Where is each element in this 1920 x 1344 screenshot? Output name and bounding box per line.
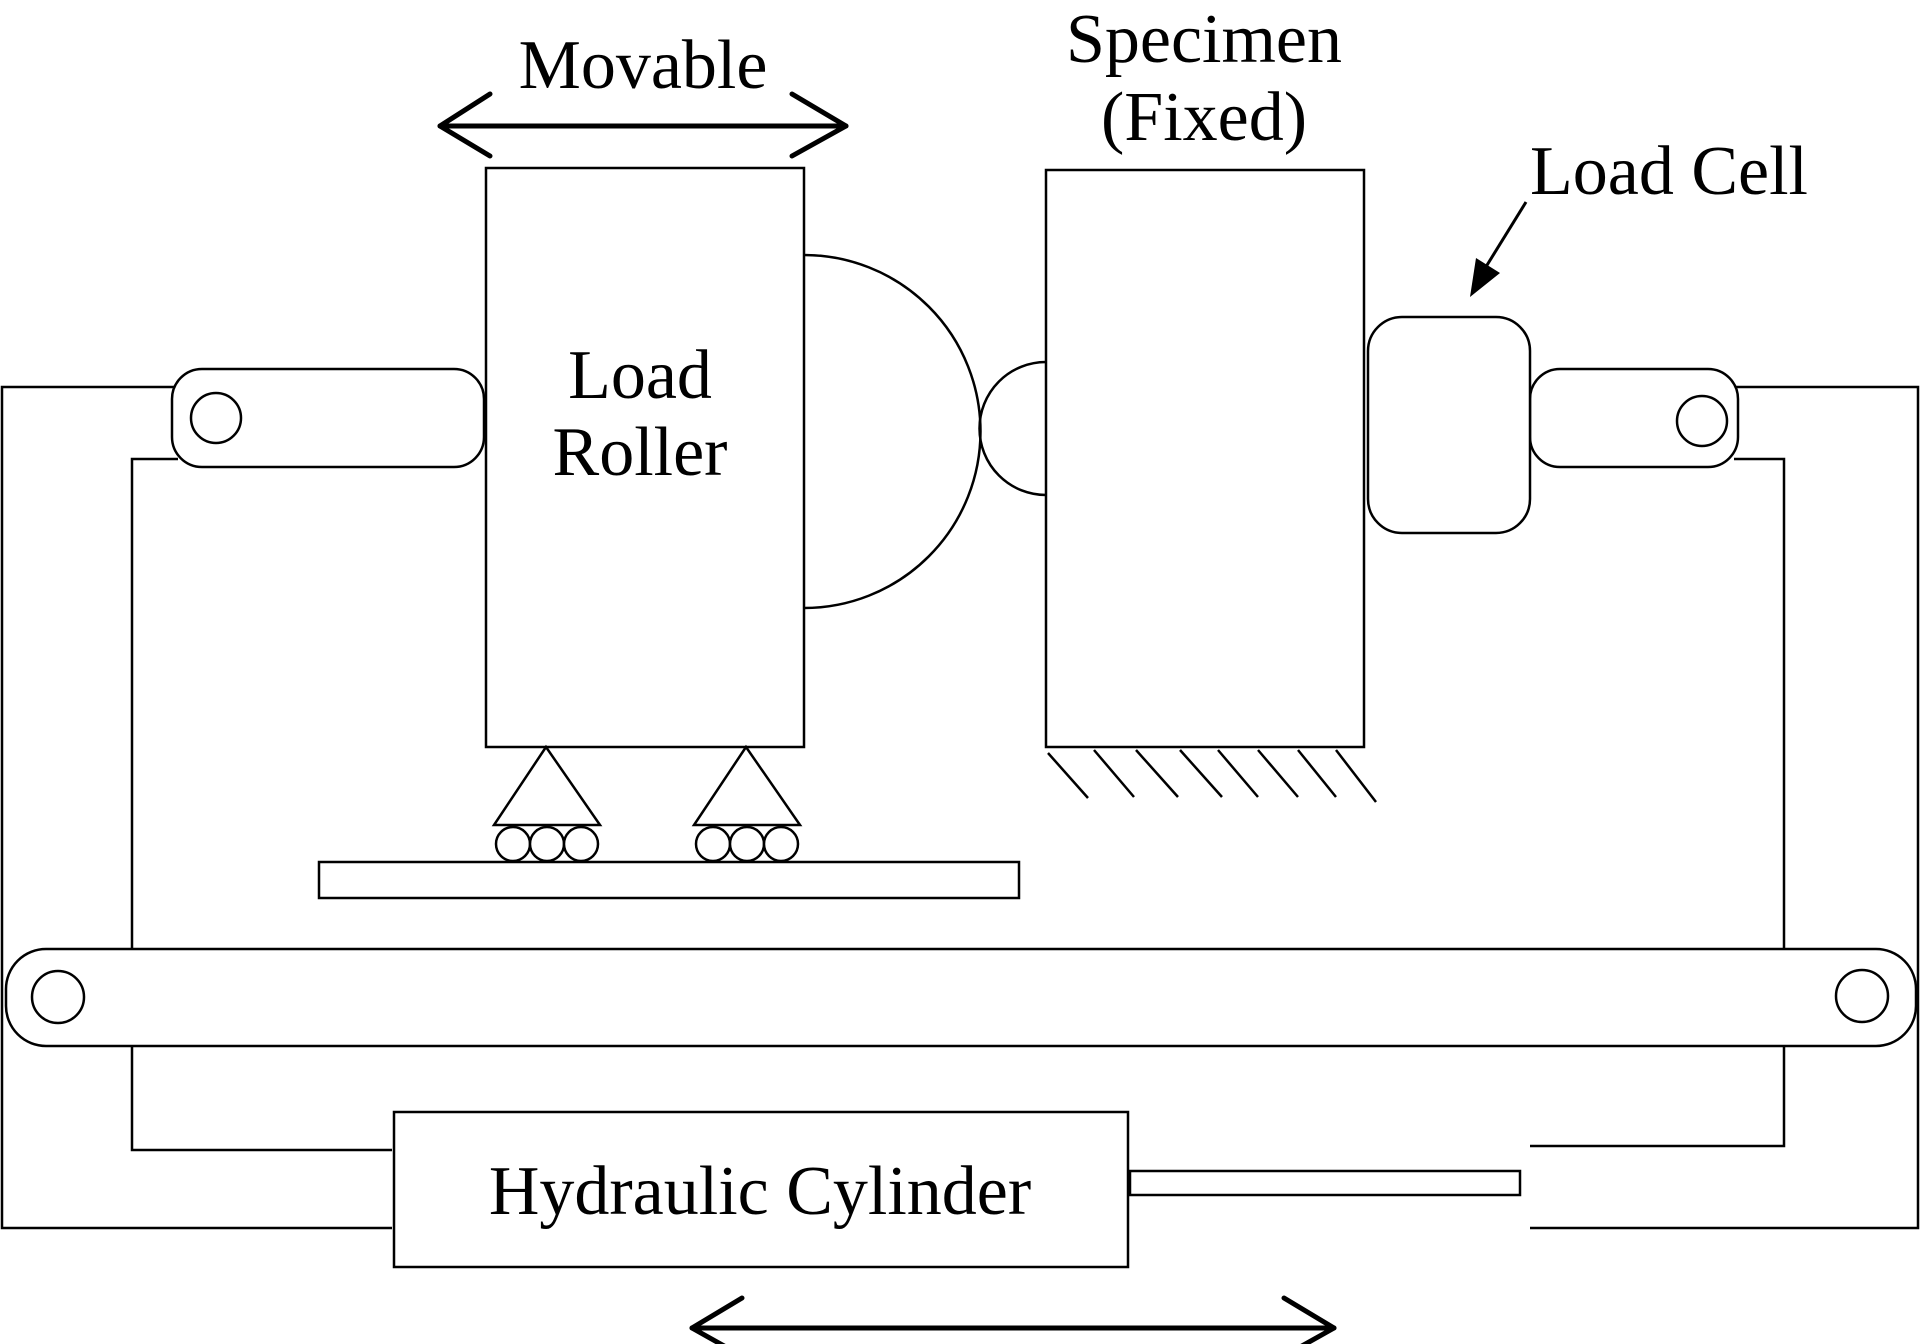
right-pivot-pin	[1675, 394, 1729, 448]
hydraulic-cylinder-rod	[1128, 1169, 1522, 1197]
cylinder-motion-arrow	[689, 1295, 1337, 1344]
inner-frame-left-lower	[130, 1046, 392, 1152]
left-pivot-link	[170, 367, 486, 469]
specimen-contact-bump	[978, 360, 1047, 497]
load-cell-pointer-arrow	[1470, 201, 1528, 297]
left-roller-support	[491, 744, 603, 863]
inner-frame-right-upper	[1734, 457, 1786, 950]
movable-arrow	[437, 91, 849, 159]
load-cell-body	[1366, 315, 1532, 535]
outer-frame-right	[1530, 385, 1920, 1230]
load-roller-label-line1: Load	[568, 337, 712, 414]
hydraulic-cylinder-label: Hydraulic Cylinder	[489, 1153, 1031, 1230]
specimen-fixed-support-hatch	[1047, 749, 1377, 803]
inner-frame-left-upper	[130, 457, 178, 950]
left-pivot-pin	[189, 391, 243, 445]
load-roller-label-line2: Roller	[553, 414, 728, 491]
load-cell-label: Load Cell	[1530, 133, 1808, 210]
lower-link-pin-left	[30, 969, 86, 1025]
load-roller-drum	[803, 253, 982, 610]
right-roller-support	[691, 744, 803, 863]
inner-frame-right-lower	[1530, 1046, 1786, 1148]
movable-label: Movable	[519, 27, 768, 104]
specimen-block	[1044, 168, 1366, 749]
hydraulic-cylinder-body	[392, 1110, 1130, 1269]
roller-base-plate	[317, 860, 1021, 900]
lower-link-bar	[4, 947, 1918, 1048]
load-roller-body	[484, 166, 806, 749]
specimen-label-line2: (Fixed)	[1101, 79, 1307, 156]
specimen-label-line1: Specimen	[1066, 1, 1342, 78]
outer-frame-left	[0, 385, 392, 1230]
lower-link-pin-right	[1834, 968, 1890, 1024]
